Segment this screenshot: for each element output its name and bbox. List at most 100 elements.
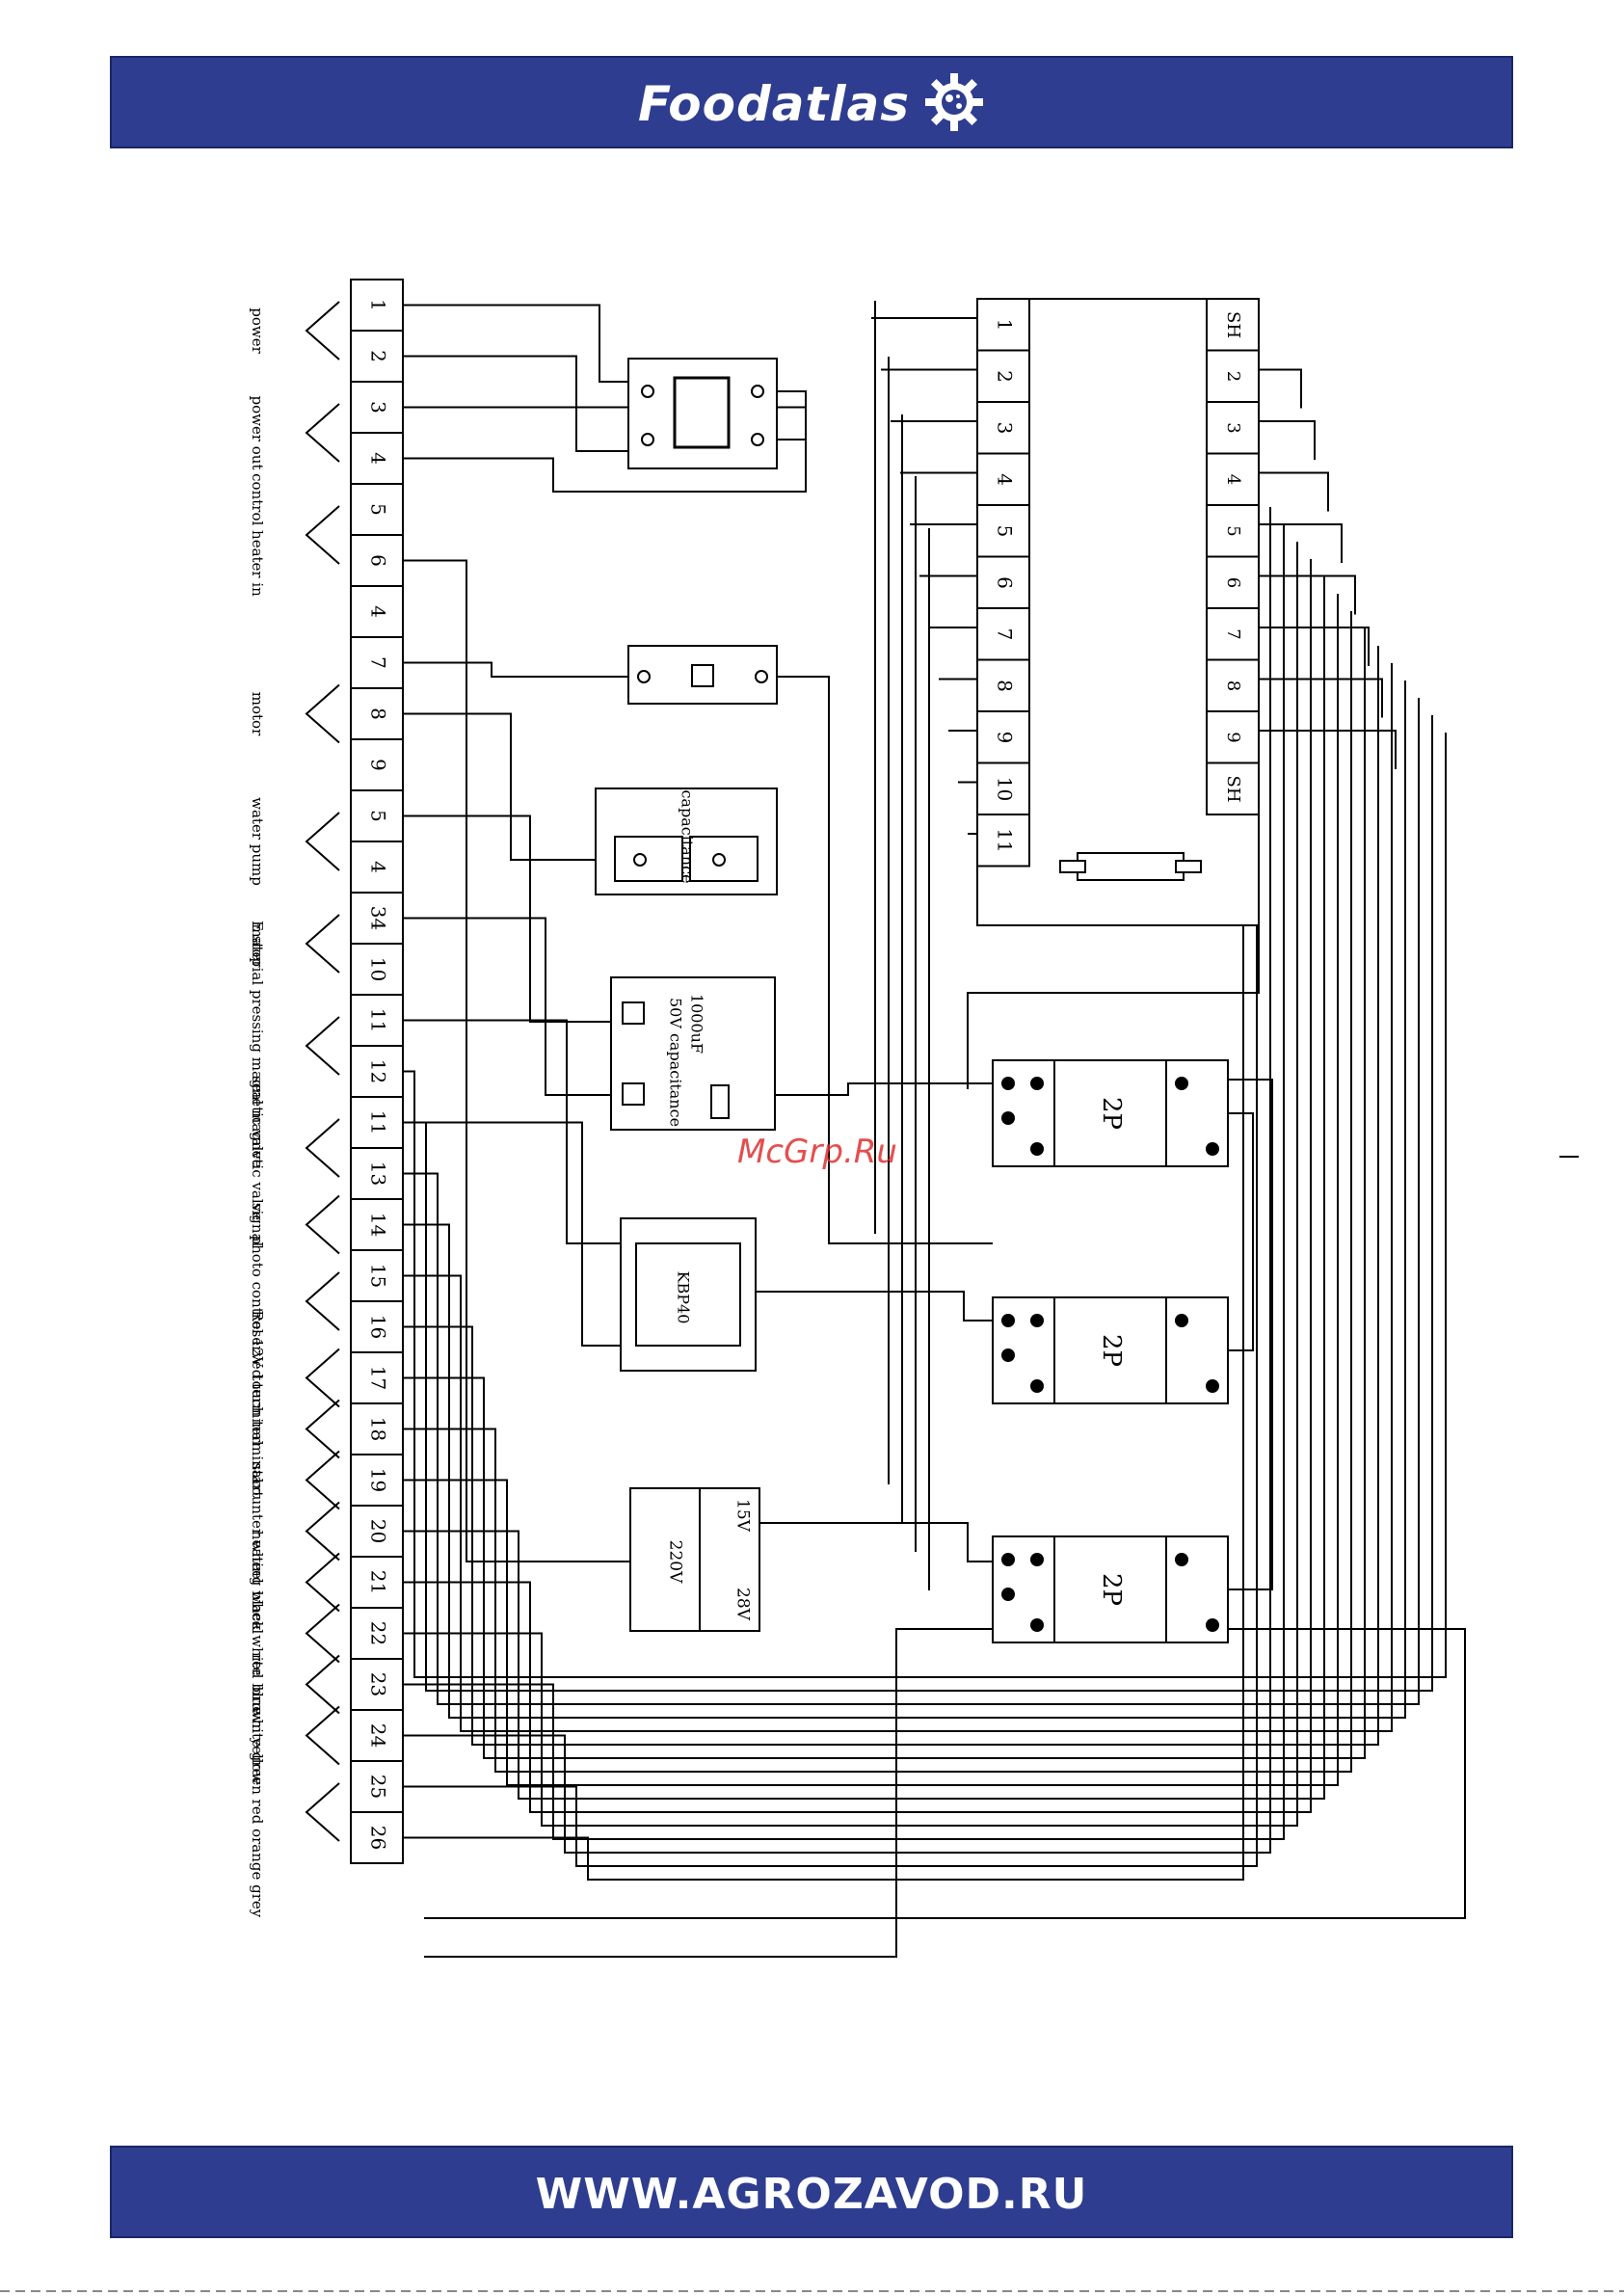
signal-label: photo control 12V	[249, 1236, 266, 1369]
switch-window	[691, 664, 714, 687]
footer-url: WWW.AGROZAVOD.RU	[535, 2169, 1088, 2219]
terminal-number: 15	[367, 1264, 390, 1288]
switch-terminal	[755, 670, 768, 683]
controller-left-label: 3	[994, 422, 1017, 435]
capacitor-terminal	[712, 853, 726, 867]
signal-label: water pump	[249, 797, 266, 886]
terminal-number: 23	[367, 1672, 390, 1696]
relay-pin	[1001, 1314, 1015, 1327]
terminal-number: 25	[367, 1775, 390, 1799]
wire	[403, 661, 638, 678]
signal-label: counter wheel	[249, 1479, 266, 1584]
relay-pin	[1030, 1553, 1044, 1566]
wire	[403, 559, 1312, 1813]
wire	[1259, 730, 1397, 769]
controller-right-label: 8	[1223, 681, 1243, 691]
terminal-number: 5	[367, 503, 390, 516]
wire	[403, 1121, 636, 1347]
connector-symbol	[305, 403, 340, 463]
terminal-number: 2	[367, 350, 390, 362]
relay-pin	[1001, 1588, 1015, 1601]
wire	[403, 646, 1379, 1746]
wire	[403, 611, 1352, 1773]
terminal-number: 4	[367, 452, 390, 465]
wire	[403, 440, 807, 493]
terminal-number: 6	[367, 554, 390, 567]
controller-left-terminal	[976, 298, 1030, 352]
signal-label: white green red orange grey	[249, 1707, 266, 1918]
controller-left-terminal	[976, 555, 1030, 609]
relay-pin	[1030, 1618, 1044, 1632]
breaker-terminal	[641, 433, 654, 446]
wire	[403, 542, 1298, 1827]
relay-contacts	[992, 1059, 1055, 1167]
wire	[756, 1291, 993, 1322]
fuse-cap	[1059, 860, 1086, 873]
controller-right-label: 3	[1223, 422, 1243, 433]
fuse-holder	[1077, 852, 1185, 881]
terminal-number: 21	[367, 1570, 390, 1594]
bridge-label: KBP40	[675, 1271, 693, 1324]
controller-left-label: 5	[994, 525, 1017, 538]
terminal-number: 20	[367, 1519, 390, 1543]
connector-symbol	[305, 1501, 340, 1562]
controller-left-terminal	[976, 814, 1030, 868]
signal-label: brown yellow	[249, 1687, 266, 1785]
relay-pin	[1206, 1142, 1219, 1156]
wires	[403, 301, 1466, 1958]
relay-pin	[1001, 1111, 1015, 1125]
terminal-number: 10	[367, 957, 390, 981]
relay-contacts	[992, 1535, 1055, 1643]
wire	[403, 472, 1244, 1881]
signal-label: E stop	[249, 921, 266, 967]
filter-cap-rating: 50V capacitance	[667, 998, 685, 1127]
connector-symbol	[305, 1654, 340, 1715]
wire	[403, 698, 1420, 1705]
relay-pin	[1001, 1077, 1015, 1090]
circuit-breaker	[627, 358, 778, 469]
terminal-number: 19	[367, 1468, 390, 1492]
switch-terminal	[637, 670, 651, 683]
wire	[403, 594, 1339, 1786]
terminal-block: 1234564789543410111211131415161718192021…	[350, 279, 404, 1864]
controller-right-label: 9	[1223, 732, 1243, 742]
wire	[1259, 678, 1383, 718]
wire	[403, 1019, 636, 1244]
controller-right-label: SH	[1223, 311, 1243, 338]
wire	[1259, 471, 1329, 512]
controller-right-label: SH	[1223, 775, 1243, 802]
transformer-input: 220V	[666, 1540, 685, 1584]
wire	[403, 663, 1393, 1732]
signal-label: heating wheel	[249, 1531, 266, 1635]
controller-left-terminal	[976, 452, 1030, 506]
wire	[1191, 1079, 1273, 1590]
connector-symbol	[305, 1348, 340, 1408]
signal-label: seal magnetic valve	[249, 1076, 266, 1220]
edge-tick	[1559, 1156, 1579, 1158]
relay-contacts	[992, 1296, 1055, 1404]
terminal-number: 17	[367, 1366, 390, 1390]
signal-label: red blue	[249, 1654, 266, 1715]
controller-right-terminal	[1206, 298, 1260, 352]
terminal-number: 11	[367, 1008, 390, 1032]
controller-left-terminal	[976, 658, 1030, 712]
transformer-15v: 15V	[733, 1499, 753, 1533]
wire	[1259, 627, 1370, 666]
filter-cap-pad	[622, 1001, 645, 1025]
wire	[403, 681, 1406, 1719]
connector-symbol	[305, 683, 340, 744]
wire	[1259, 523, 1343, 563]
controller-left-label: 10	[994, 777, 1017, 801]
filter-cap-pad	[622, 1082, 645, 1106]
signal-label: material pressing magnetic valve	[249, 923, 266, 1167]
wire	[759, 1522, 993, 1562]
signal-label: touch terminal	[249, 1375, 266, 1482]
terminal-number: 34	[367, 906, 390, 930]
breaker-terminal	[751, 385, 764, 398]
controller-right-terminal	[1206, 710, 1260, 764]
relay-pin	[1206, 1618, 1219, 1632]
relay-pin	[1030, 1142, 1044, 1156]
